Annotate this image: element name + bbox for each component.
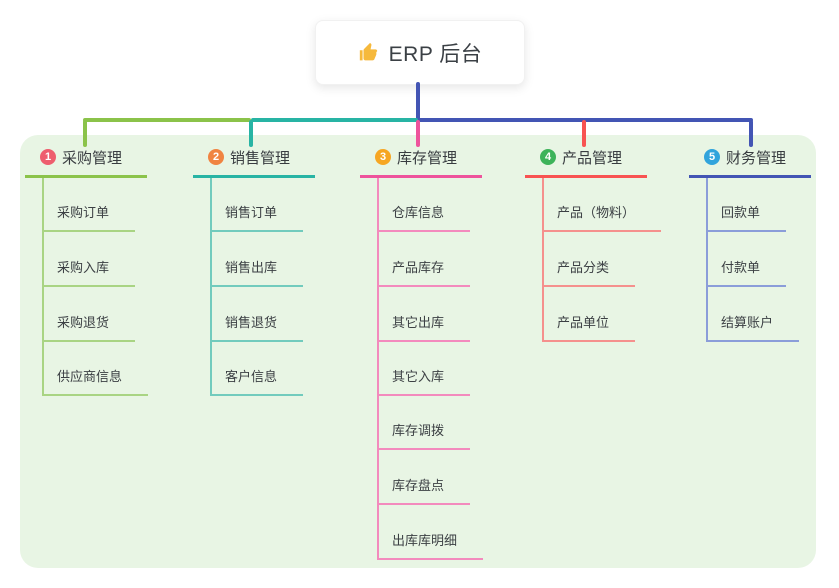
branches-panel: [20, 135, 816, 568]
branch-node-purchase[interactable]: 1 采购管理: [25, 146, 147, 178]
child-node[interactable]: 库存调拨: [377, 420, 471, 450]
child-node[interactable]: 产品（物料）: [542, 202, 662, 232]
child-node[interactable]: 客户信息: [210, 366, 304, 396]
root-node[interactable]: ERP 后台: [315, 20, 525, 85]
branch-label: 库存管理: [397, 149, 458, 167]
branch-node-inventory[interactable]: 3 库存管理: [360, 146, 482, 178]
branch-number-badge: 3: [375, 149, 391, 165]
child-node[interactable]: 采购订单: [42, 202, 136, 232]
connector-drop-purchase: [83, 120, 87, 147]
child-node[interactable]: 产品库存: [377, 257, 471, 287]
connector-children-line: [377, 178, 379, 558]
child-node[interactable]: 销售退货: [210, 312, 304, 342]
branch-label: 产品管理: [562, 149, 623, 167]
child-node[interactable]: 产品单位: [542, 312, 636, 342]
child-node[interactable]: 结算账户: [706, 312, 800, 342]
child-node[interactable]: 产品分类: [542, 257, 636, 287]
child-node[interactable]: 供应商信息: [42, 366, 149, 396]
branch-node-sales[interactable]: 2 销售管理: [193, 146, 315, 178]
branch-label: 财务管理: [726, 149, 787, 167]
branch-label: 采购管理: [62, 149, 123, 167]
child-node[interactable]: 仓库信息: [377, 202, 471, 232]
child-node[interactable]: 销售出库: [210, 257, 304, 287]
connector-bus-teal: [251, 118, 418, 122]
child-node[interactable]: 回款单: [706, 202, 787, 232]
child-node[interactable]: 其它出库: [377, 312, 471, 342]
child-node[interactable]: 采购退货: [42, 312, 136, 342]
connector-drop-inventory: [416, 120, 420, 147]
connector-children-line: [542, 178, 544, 340]
child-node[interactable]: 库存盘点: [377, 475, 471, 505]
child-node[interactable]: 出库库明细: [377, 530, 484, 560]
connector-bus-green: [83, 118, 251, 122]
branch-number-badge: 1: [40, 149, 56, 165]
connector-children-line: [706, 178, 708, 340]
child-node[interactable]: 其它入库: [377, 366, 471, 396]
branch-number-badge: 4: [540, 149, 556, 165]
branch-node-product[interactable]: 4 产品管理: [525, 146, 647, 178]
connector-drop-finance: [749, 120, 753, 147]
connector-root-drop: [416, 82, 420, 120]
connector-drop-product: [582, 120, 586, 147]
branch-number-badge: 2: [208, 149, 224, 165]
branch-label: 销售管理: [230, 149, 291, 167]
child-node[interactable]: 付款单: [706, 257, 787, 287]
child-node[interactable]: 采购入库: [42, 257, 136, 287]
branch-node-finance[interactable]: 5 财务管理: [689, 146, 811, 178]
root-label: ERP 后台: [388, 42, 483, 66]
connector-drop-sales: [249, 120, 253, 147]
branch-number-badge: 5: [704, 149, 720, 165]
child-node[interactable]: 销售订单: [210, 202, 304, 232]
thumbs-up-icon: [358, 42, 380, 64]
